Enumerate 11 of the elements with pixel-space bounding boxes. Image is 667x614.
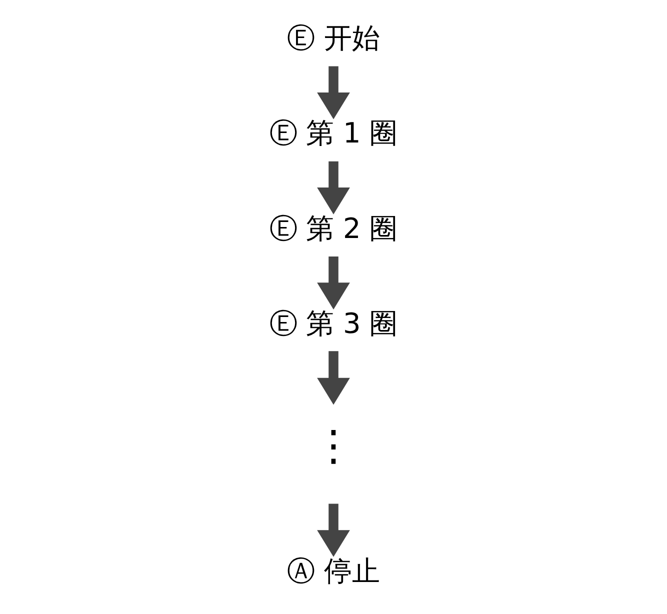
arrow [317,256,350,310]
node-text: Ⓐ 停止 [287,554,380,588]
node-text: Ⓔ 第 3 圈 [269,306,398,340]
node-text: Ⓔ 第 2 圈 [269,212,398,245]
arrow [317,351,350,405]
node-text: Ⓔ 开始 [287,22,380,55]
arrow [317,161,350,214]
node-text: ⋮ [312,421,354,470]
arrow [317,66,350,120]
arrow [317,504,350,557]
node-text: Ⓔ 第 1 圈 [269,116,398,150]
